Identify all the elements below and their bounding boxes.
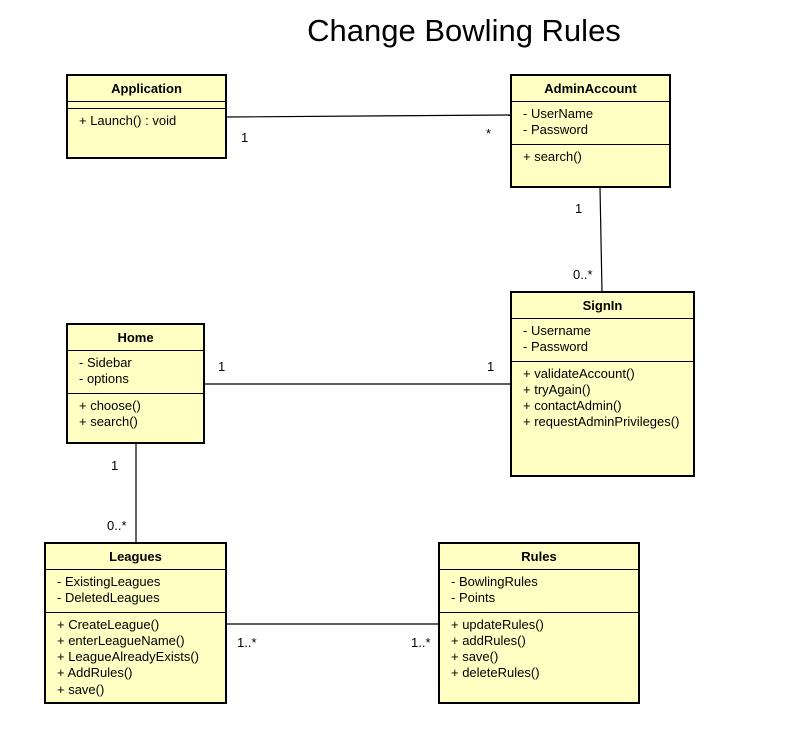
method: + Launch() : void: [79, 113, 177, 128]
association-application-adminaccount: [225, 114, 512, 118]
class-name: Leagues: [46, 544, 225, 570]
class-adminaccount[interactable]: AdminAccount - UserName - Password + sea…: [510, 74, 671, 188]
method: + validateAccount(): [523, 365, 635, 381]
class-signin[interactable]: SignIn - Username - Password + validateA…: [510, 291, 695, 477]
attribute: - DeletedLeagues: [57, 590, 160, 606]
method: + CreateLeague(): [57, 616, 160, 632]
method: + enterLeagueName(): [57, 632, 185, 648]
attribute: - Password: [523, 339, 589, 355]
method: + search(): [79, 413, 138, 429]
attribute: - BowlingRules: [451, 574, 538, 589]
diagram-title: Change Bowling Rules: [307, 13, 621, 48]
methods-section: + validateAccount() + tryAgain() + conta…: [512, 362, 693, 436]
method: + search(): [523, 148, 582, 164]
methods-section: + CreateLeague() + enterLeagueName() + L…: [46, 613, 225, 703]
attribute: - Sidebar: [79, 355, 132, 370]
attribute: - Username: [523, 323, 591, 338]
method: + requestAdminPrivileges(): [523, 414, 680, 430]
multiplicity-label: 1: [575, 201, 583, 216]
methods-section: + search(): [512, 145, 669, 170]
class-name: SignIn: [512, 293, 693, 319]
class-application[interactable]: Application + Launch() : void: [66, 74, 227, 159]
multiplicity-label: 0..*: [107, 518, 127, 533]
method: + tryAgain(): [523, 381, 591, 397]
multiplicity-label: 0..*: [573, 267, 593, 282]
attributes-section: - ExistingLeagues - DeletedLeagues: [46, 570, 225, 613]
methods-section: + updateRules() + addRules() + save() + …: [440, 613, 638, 687]
method: + AddRules(): [57, 665, 133, 681]
class-name: Application: [68, 76, 225, 102]
multiplicity-label: *: [486, 126, 492, 141]
method: + LeagueAlreadyExists(): [57, 649, 199, 665]
method: + deleteRules(): [451, 665, 540, 681]
class-name: AdminAccount: [512, 76, 669, 102]
attribute: - ExistingLeagues: [57, 574, 161, 589]
method: + contactAdmin(): [523, 398, 622, 414]
class-home[interactable]: Home - Sidebar - options + choose() + se…: [66, 323, 205, 444]
attribute: - UserName: [523, 106, 594, 121]
multiplicity-label: 1..*: [411, 635, 431, 650]
class-name: Home: [68, 325, 203, 351]
attribute: - options: [79, 371, 129, 387]
method: + save(): [57, 681, 105, 697]
multiplicity-label: 1: [241, 130, 249, 145]
class-leagues[interactable]: Leagues - ExistingLeagues - DeletedLeagu…: [44, 542, 227, 704]
multiplicity-label: 1..*: [237, 635, 257, 650]
methods-section: + choose() + search(): [68, 394, 203, 436]
multiplicity-label: 1: [218, 359, 226, 374]
attributes-section: - Sidebar - options: [68, 351, 203, 394]
attribute: - Points: [451, 590, 496, 606]
method: + updateRules(): [451, 616, 544, 632]
attributes-section: [68, 102, 225, 109]
class-rules[interactable]: Rules - BowlingRules - Points + updateRu…: [438, 542, 640, 704]
method: + choose(): [79, 397, 141, 413]
association-adminaccount-signin: [599, 186, 603, 293]
multiplicity-label: 1: [111, 458, 119, 473]
attributes-section: - Username - Password: [512, 319, 693, 362]
attributes-section: - BowlingRules - Points: [440, 570, 638, 613]
attributes-section: - UserName - Password: [512, 102, 669, 145]
methods-section: + Launch() : void: [68, 109, 225, 134]
class-name: Rules: [440, 544, 638, 570]
method: + save(): [451, 649, 499, 665]
method: + addRules(): [451, 632, 526, 648]
attribute: - Password: [523, 122, 589, 138]
multiplicity-label: 1: [487, 359, 495, 374]
